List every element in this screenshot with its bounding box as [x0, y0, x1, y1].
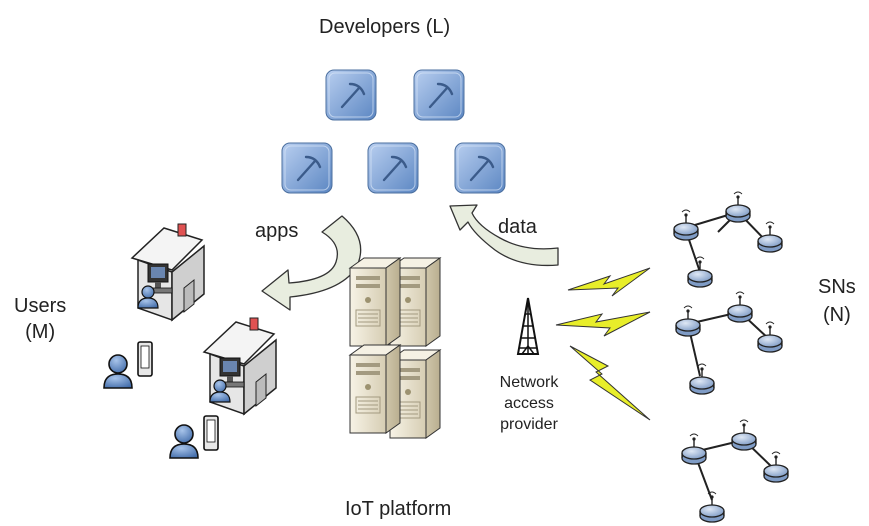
sensor-node-icon	[675, 305, 701, 337]
lightning-icon-3	[569, 345, 651, 421]
sensor-node-icon	[681, 433, 707, 465]
developer-pickaxe-icon-4	[366, 141, 420, 195]
lightning-icon-2	[555, 311, 651, 337]
user-with-phone-2	[169, 415, 219, 459]
sensor-network-3	[681, 419, 789, 523]
sensor-network-1	[673, 191, 783, 288]
sns-label-line2: (N)	[823, 304, 851, 326]
data-arrow	[449, 204, 559, 267]
house-icon-1	[131, 223, 205, 321]
sensor-node-icon	[757, 221, 783, 253]
sensor-node-icon	[731, 419, 757, 451]
iot-platform-servers	[349, 257, 441, 439]
lightning-icon-1	[567, 267, 651, 297]
users-label-line1: Users	[14, 295, 67, 317]
nap-line1: Network	[499, 374, 559, 391]
developer-pickaxe-icon-1	[324, 68, 378, 122]
house-icon-2	[203, 317, 277, 415]
phone-icon	[137, 341, 153, 377]
sensor-node-icon	[727, 291, 753, 323]
users-label-line2: (M)	[25, 321, 56, 343]
developer-pickaxe-icon-5	[453, 141, 507, 195]
server-rack-icon-4	[349, 344, 401, 434]
data-label: data	[498, 216, 537, 238]
user-with-phone-1	[103, 341, 153, 389]
person-icon	[103, 354, 133, 389]
nap-line2: access	[504, 395, 554, 412]
sensor-node-icon	[687, 256, 713, 288]
sensor-node-icon	[763, 451, 789, 483]
person-icon	[169, 424, 199, 459]
apps-label: apps	[255, 220, 299, 242]
nap-line3: provider	[500, 416, 558, 433]
network-access-provider-label: Network access provider	[490, 372, 568, 435]
sensor-node-icon	[689, 363, 715, 395]
developer-pickaxe-icon-3	[280, 141, 334, 195]
sensor-node-icon	[725, 191, 751, 223]
sns-label-line1: SNs	[818, 276, 856, 298]
server-rack-icon-2	[349, 257, 401, 347]
users-label: Users (M)	[14, 293, 66, 345]
developers-label: Developers (L)	[319, 16, 451, 38]
developer-pickaxe-icon-2	[412, 68, 466, 122]
phone-icon	[203, 415, 219, 451]
sensor-node-icon	[757, 321, 783, 353]
sensor-node-icon	[673, 209, 699, 241]
antenna-tower-icon	[516, 297, 540, 355]
sns-label: SNs (N)	[818, 273, 856, 329]
sensor-network-2	[675, 291, 783, 395]
sensor-node-icon	[699, 491, 725, 523]
apps-arrow	[261, 215, 362, 311]
iot-platform-label: IoT platform	[345, 498, 452, 520]
